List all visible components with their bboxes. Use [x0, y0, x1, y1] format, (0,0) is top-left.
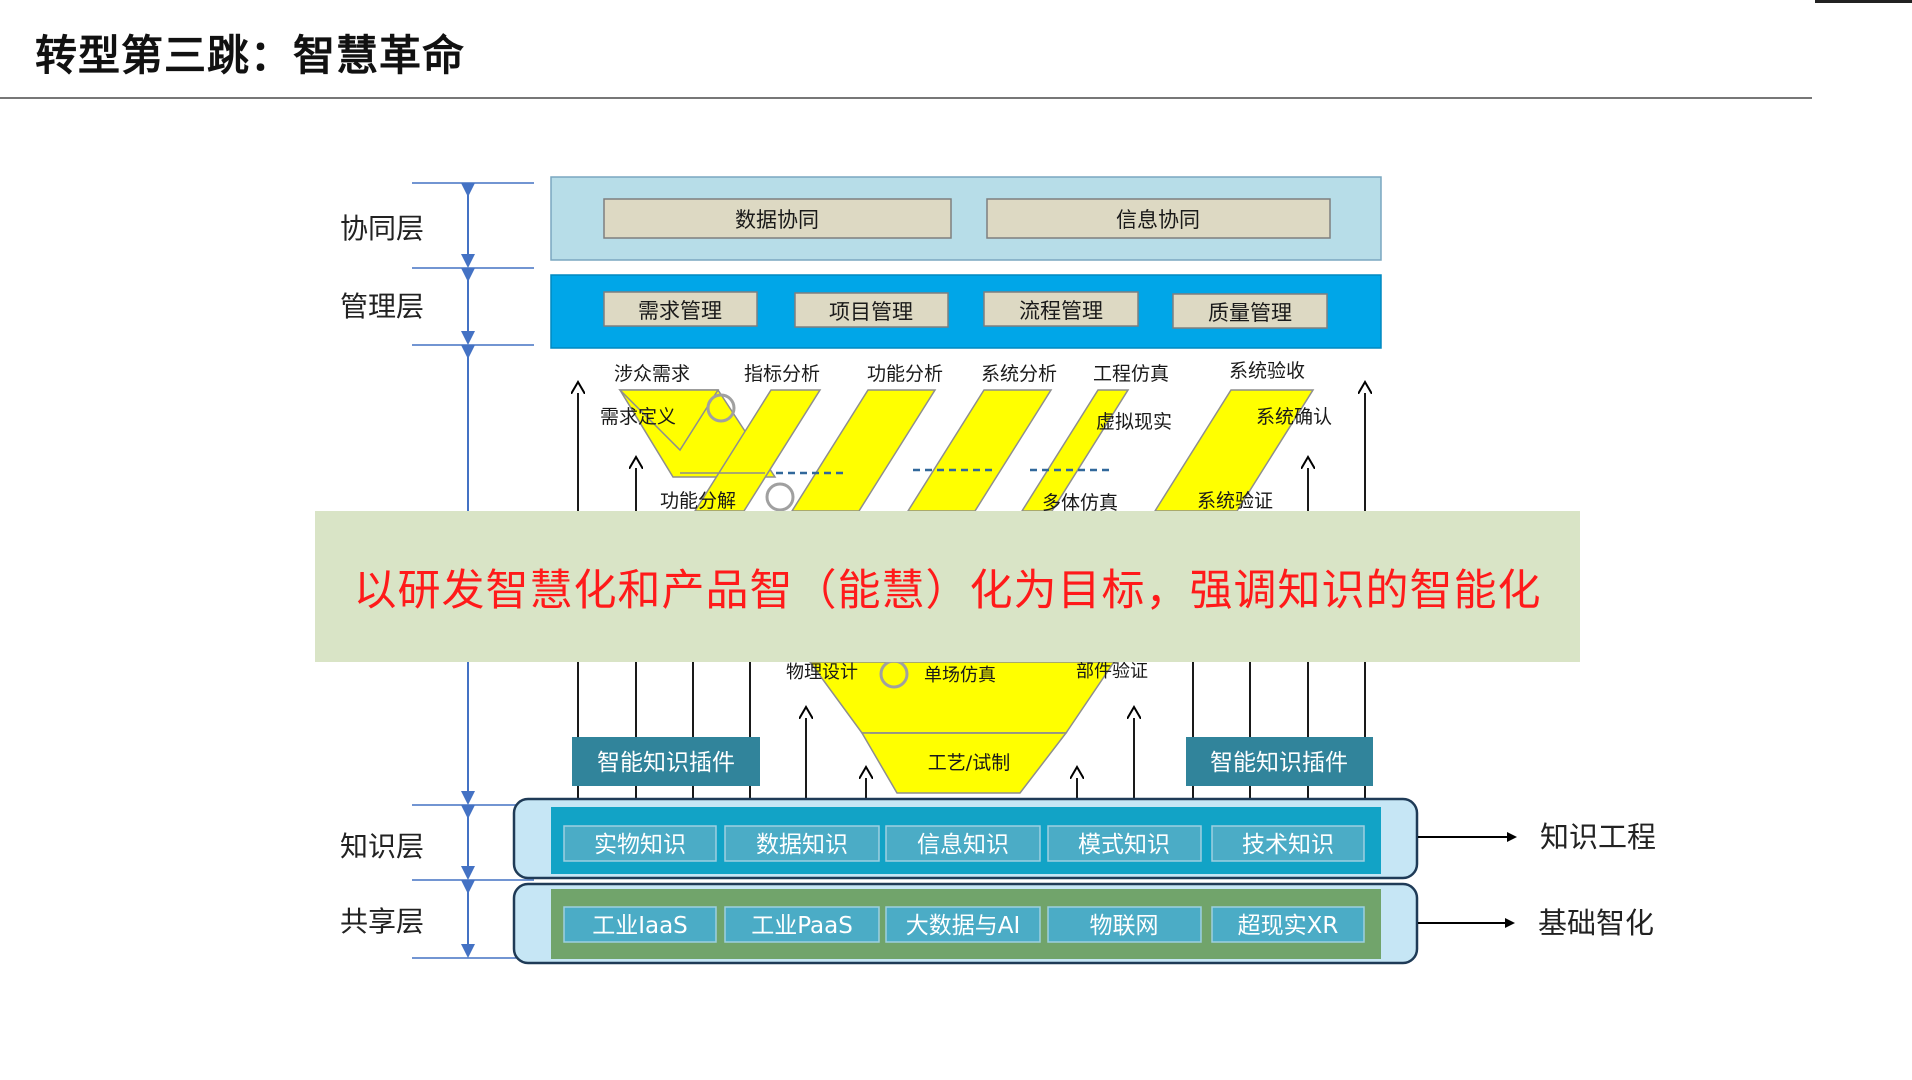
mgmt-box-flow-label: 流程管理	[1019, 299, 1103, 323]
knowledge-box-tech: 技术知识	[1242, 832, 1334, 858]
layer-label-mgmt: 管理层	[340, 290, 424, 323]
v-model: 涉众需求 指标分析 功能分析 系统分析 工程仿真 系统验收 需求定义 虚拟现实 …	[578, 360, 1365, 803]
v-shape-req-upper	[618, 389, 720, 452]
v-label-sys-confirm: 系统确认	[1256, 406, 1332, 428]
mgmt-box-quality	[1172, 293, 1328, 329]
v-label-req-def: 需求定义	[600, 406, 676, 428]
shared-box-iaas: 工业IaaS	[592, 913, 688, 939]
shared-box-bigdata: 大数据与AI	[906, 913, 1021, 939]
knowledge-boxes	[563, 825, 1365, 862]
goal-banner: 以研发智慧化和产品智（能慧）化为目标，强调知识的智能化	[315, 511, 1580, 662]
cycle-icon	[765, 482, 795, 512]
knowledge-box-data: 数据知识	[756, 832, 848, 858]
v-label-multibody: 多体仿真	[1042, 492, 1118, 514]
v-label-process: 工艺/试制	[928, 752, 1010, 774]
v-band-system	[906, 389, 1053, 512]
v-label-func-decomp: 功能分解	[660, 490, 736, 512]
plugin-box-left	[572, 737, 760, 786]
shared-box-paas: 工业PaaS	[751, 913, 853, 939]
layer-label-collab: 协同层	[340, 212, 424, 245]
shared-box-iot: 物联网	[1090, 913, 1159, 939]
mgmt-box-flow	[983, 291, 1139, 327]
shared-box-xr: 超现实XR	[1238, 913, 1339, 939]
v-label-func-analysis: 功能分析	[867, 363, 943, 385]
knowledge-box-physical: 实物知识	[594, 832, 686, 858]
layer-label-shared: 共享层	[340, 905, 424, 938]
v-label-virtual: 虚拟现实	[1096, 411, 1172, 433]
plugin-box-right-label: 智能知识插件	[1210, 750, 1348, 776]
layer-label-knowledge: 知识层	[340, 830, 424, 863]
v-label-sys-analysis: 系统分析	[981, 363, 1057, 385]
mgmt-box-proj	[794, 292, 949, 328]
shared-boxes	[563, 906, 1365, 943]
knowledge-box-info: 信息知识	[917, 832, 1009, 858]
collab-box-info-label: 信息协同	[1116, 208, 1200, 232]
v-label-index-analysis: 指标分析	[744, 363, 820, 385]
v-label-sys-accept: 系统验收	[1229, 360, 1305, 382]
corner-mark	[1815, 0, 1912, 3]
right-label-shared: 基础智化	[1538, 906, 1654, 940]
page-title: 转型第三跳：智慧革命	[35, 31, 466, 80]
v-shape-lower	[808, 661, 1116, 734]
collab-box-data	[603, 198, 952, 239]
goal-banner-text: 以研发智慧化和产品智（能慧）化为目标，强调知识的智能化	[353, 565, 1542, 616]
mgmt-box-proj-label: 项目管理	[829, 300, 913, 324]
collab-box-data-label: 数据协同	[735, 208, 819, 232]
v-label-phys-design: 物理设计	[786, 662, 858, 683]
plugin-box-left-label: 智能知识插件	[597, 750, 735, 776]
v-label-part-verify: 部件验证	[1076, 661, 1148, 682]
v-label-stakeholder: 涉众需求	[614, 363, 690, 385]
v-label-eng-sim: 工程仿真	[1093, 363, 1169, 385]
mgmt-box-req-label: 需求管理	[638, 299, 722, 323]
mgmt-box-quality-label: 质量管理	[1208, 301, 1292, 325]
mgmt-box-req	[603, 291, 758, 327]
right-label-knowledge: 知识工程	[1540, 820, 1656, 854]
v-label-single-sim: 单场仿真	[924, 665, 996, 686]
knowledge-box-pattern: 模式知识	[1078, 832, 1170, 858]
title-divider	[0, 97, 1812, 99]
cycle-icon	[706, 393, 736, 423]
v-label-sys-verify: 系统验证	[1197, 490, 1273, 512]
v-band-function	[790, 389, 937, 512]
plugin-box-right	[1186, 737, 1373, 786]
collab-box-info	[986, 198, 1331, 239]
